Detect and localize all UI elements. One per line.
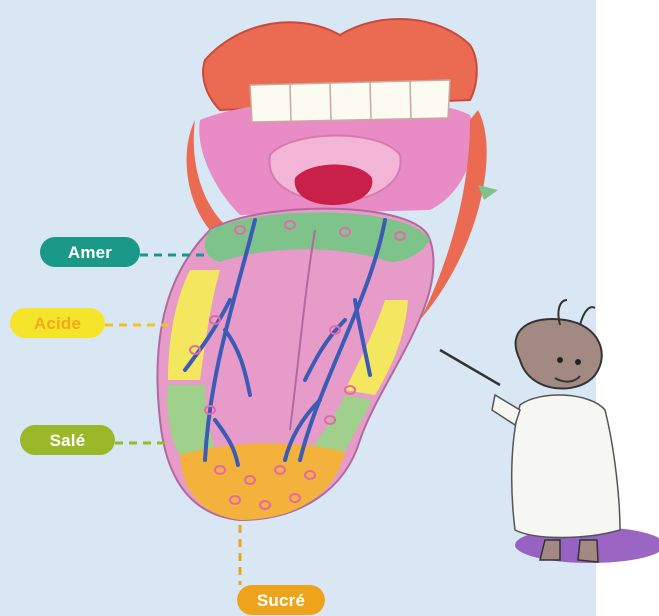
label-amer-text: Amer: [68, 244, 112, 261]
label-sale: Salé: [20, 425, 115, 455]
label-sucre: Sucré: [237, 585, 325, 615]
label-acide-text: Acide: [34, 315, 81, 332]
label-acide: Acide: [10, 308, 105, 338]
label-sale-text: Salé: [50, 432, 86, 449]
scientist-character: [440, 300, 659, 563]
label-sucre-text: Sucré: [257, 592, 305, 609]
label-amer: Amer: [40, 237, 140, 267]
upper-teeth: [250, 80, 450, 122]
